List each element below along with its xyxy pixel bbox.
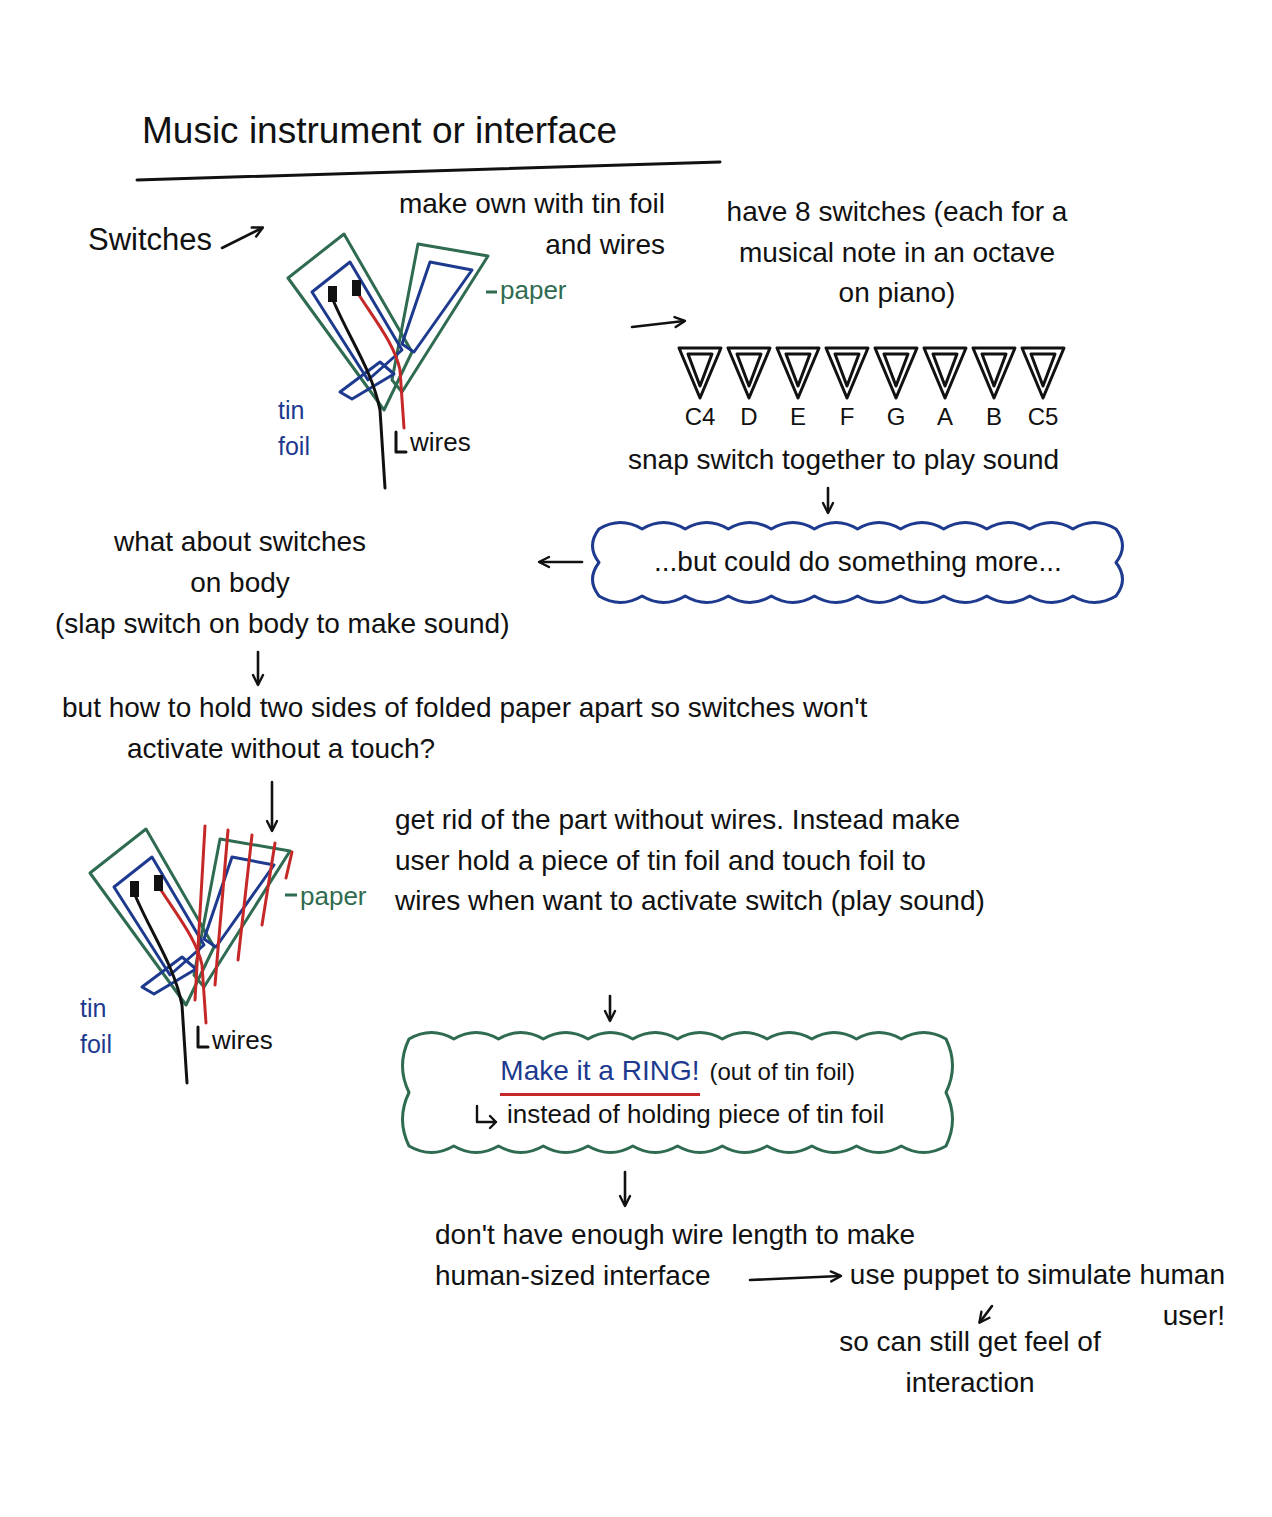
part-label: wires (212, 1022, 302, 1060)
note-switch-icons (737, 354, 761, 386)
switch-sketch (328, 286, 337, 302)
cloud-outline (403, 1033, 953, 1153)
note-switch-icons (679, 348, 1064, 398)
cloud-text: Make it a RING! (500, 1051, 699, 1096)
note-switch-icons (973, 348, 1015, 398)
cloud-text: ...but could do something more... (654, 542, 1062, 583)
title-underline (137, 162, 720, 180)
flow-arrows (827, 488, 830, 512)
switch-sketch (392, 244, 488, 392)
note-switch-icons (982, 354, 1006, 386)
hook-arrow (477, 1106, 496, 1128)
note-name: C4 (678, 400, 722, 435)
leader-line (486, 291, 497, 294)
part-label: wires (410, 424, 500, 462)
note-text: but how to hold two sides of folded pape… (62, 688, 902, 769)
note-name: C5 (1021, 400, 1065, 435)
part-label: tin foil (278, 392, 336, 465)
text-line: ...but could do something more... (654, 542, 1062, 583)
flow-arrows (271, 782, 274, 830)
note-switch-icons (924, 348, 966, 398)
note-switch-icons (1031, 354, 1055, 386)
note-text: get rid of the part without wires. Inste… (395, 800, 985, 922)
note-switch-icons (884, 354, 908, 386)
switch-sketch (357, 292, 404, 428)
note-name: F (825, 400, 869, 435)
cloud-content: ...but could do something more... (618, 520, 1098, 605)
note-name: A (923, 400, 967, 435)
note-switch-icons (786, 354, 810, 386)
cloud-content: Make it a RING! (out of tin foil) instead … (435, 1029, 920, 1155)
switch-sketch (312, 262, 402, 380)
note-switch-icons (835, 354, 859, 386)
note-switch-icons (875, 348, 917, 398)
switch-sketch (114, 857, 204, 975)
note-switch-icons (728, 348, 770, 398)
note-text: make own with tin foil and wires (365, 184, 665, 265)
cloud-note: instead of holding piece of tin foil (507, 1096, 884, 1134)
switch-sketch (135, 895, 187, 1083)
flow-arrows (222, 228, 262, 248)
note-text: what about switches on body (100, 522, 380, 603)
switch-sketch (154, 875, 163, 891)
part-label: tin foil (80, 990, 138, 1063)
cross-out-lines (238, 835, 252, 960)
part-label: paper (300, 878, 390, 916)
flow-arrows (257, 652, 260, 684)
text-line: instead of holding piece of tin foil (471, 1096, 884, 1134)
cloud-bubble: ...but could do something more... (585, 515, 1130, 610)
switch-sketch (352, 280, 361, 296)
cross-out-lines (286, 852, 292, 878)
cross-out-lines (215, 830, 228, 985)
switch-sketch (402, 262, 472, 352)
note-name: G (874, 400, 918, 435)
note-name: D (727, 400, 771, 435)
cross-out-lines (195, 826, 205, 1000)
flow-arrows (750, 1276, 840, 1280)
leader-line (285, 894, 297, 897)
cloud-outline (593, 523, 1123, 603)
flow-arrows (540, 561, 582, 564)
flow-arrows (222, 228, 992, 1322)
note-text: so can still get feel of interaction (800, 1322, 1140, 1403)
switch-sketch (204, 857, 274, 947)
cross-out-lines (195, 826, 292, 1000)
switch-sketch (198, 1027, 208, 1047)
hook-arrow (471, 1104, 501, 1132)
note-switch-icons (826, 348, 868, 398)
note-text: use puppet to simulate human user! (815, 1255, 1225, 1336)
cloud-note: (out of tin foil) (710, 1055, 855, 1090)
flow-arrows (624, 1172, 627, 1205)
note-switch-icons (679, 348, 721, 398)
cross-out-lines (262, 843, 275, 925)
note-text: (slap switch on body to make sound) (55, 604, 595, 645)
title-underline (137, 162, 720, 180)
note-text: snap switch together to play sound (628, 440, 1128, 481)
text-line: Make it a RING! (out of tin foil) (471, 1051, 884, 1096)
note-switch-icons (933, 354, 957, 386)
switch-sketch (130, 881, 139, 897)
side-label: Switches (88, 218, 238, 263)
note-name: E (776, 400, 820, 435)
cloud-outline (395, 1025, 960, 1160)
note-name: B (972, 400, 1016, 435)
title-text: Music instrument or interface (142, 104, 617, 158)
flow-arrows (632, 321, 684, 327)
flow-arrows (609, 996, 612, 1020)
note-switch-icons (777, 348, 819, 398)
switch-sketch (333, 300, 385, 488)
cloud-bubble: Make it a RING! (out of tin foil) instead … (395, 1025, 960, 1160)
flow-arrows (980, 1306, 992, 1322)
note-text: have 8 switches (each for a musical note… (722, 192, 1072, 314)
note-switch-icons (688, 354, 712, 386)
switch-sketch (396, 432, 406, 452)
note-switch-icons (1022, 348, 1064, 398)
part-label: paper (500, 272, 590, 310)
